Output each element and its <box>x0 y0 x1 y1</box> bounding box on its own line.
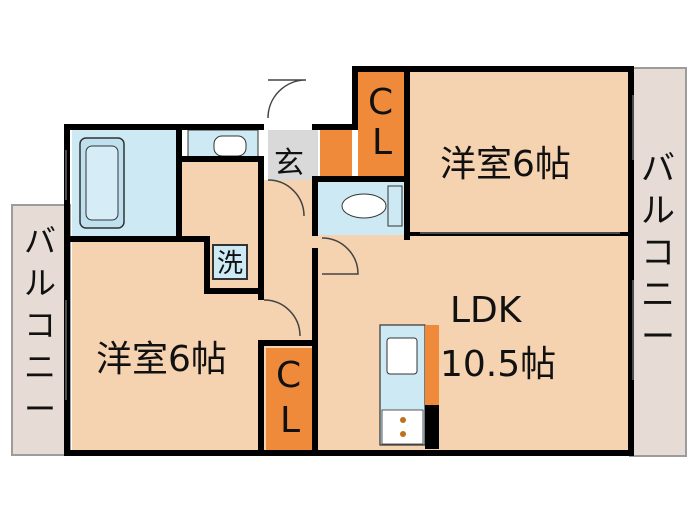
door-swings <box>263 79 359 337</box>
balcony-right-char: コ <box>641 233 675 273</box>
stove-area <box>381 409 424 445</box>
ldk-floor <box>318 235 630 452</box>
western-room-top-right-label: 洋室6帖 <box>440 144 571 185</box>
closet-small <box>320 128 352 178</box>
balcony-left-char: バ <box>23 222 56 260</box>
closet-bottom-l: L <box>280 400 301 441</box>
stove-burner-1 <box>400 417 406 423</box>
walls <box>64 66 634 456</box>
kitchen-wall <box>425 405 439 449</box>
balcony-left <box>11 204 71 456</box>
closet-top-l: L <box>372 122 393 163</box>
closet-bottom-c: C <box>276 355 302 396</box>
balcony-right-char: ー <box>641 317 675 357</box>
toilet-tank <box>387 185 403 227</box>
balcony-right <box>629 67 687 457</box>
western-room-left-label: 洋室6帖 <box>96 339 227 380</box>
western-room-top-right-floor <box>408 70 630 235</box>
closet-bottom <box>266 348 318 452</box>
balcony-right-char: ル <box>641 191 675 231</box>
balcony-right-char: バ <box>641 149 675 189</box>
balcony-left-label: バ ル コ ニ ー <box>20 220 60 430</box>
entrance-label: 玄 <box>274 146 304 181</box>
washer-label: 洗 <box>212 244 248 280</box>
balcony-right-label: バ ル コ ニ ー <box>638 148 678 358</box>
entrance-floor <box>268 130 318 180</box>
window-marks <box>65 95 634 400</box>
bathtub-inner <box>85 145 119 221</box>
closet-top <box>358 70 408 180</box>
closet-top-c: C <box>368 82 394 123</box>
stove-burner-2 <box>400 431 406 437</box>
balcony-left-char: コ <box>23 306 56 344</box>
balcony-left-char: ニ <box>23 348 56 386</box>
western-room-left-floor <box>72 238 262 452</box>
balcony-left-char: ー <box>23 390 56 428</box>
ldk-label: LDK <box>450 290 522 331</box>
balcony-right-char: ニ <box>641 275 675 315</box>
toilet-bowl <box>341 193 387 219</box>
ldk-size-label: 10.5帖 <box>440 344 557 385</box>
kitchen-sink <box>386 337 418 375</box>
kitchen-backsplash <box>425 325 439 405</box>
balcony-left-char: ル <box>23 264 56 302</box>
